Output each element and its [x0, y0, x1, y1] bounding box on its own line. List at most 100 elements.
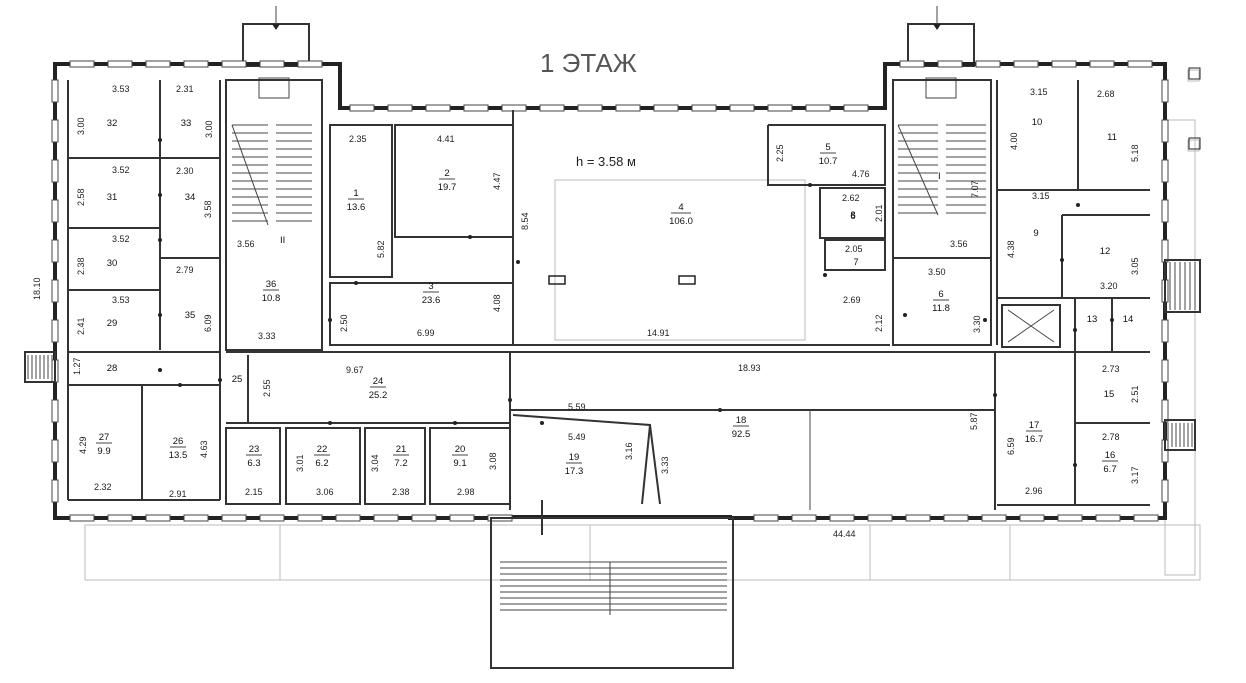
- room-label: 510.7: [819, 142, 838, 167]
- dimension: 2.15: [245, 487, 263, 497]
- window-mark: [387, 104, 413, 112]
- svg-text:5: 5: [825, 142, 830, 153]
- dimension: 2.38: [392, 487, 410, 497]
- room-label: 33: [181, 118, 192, 129]
- dimension: 7.07: [970, 180, 980, 198]
- window-mark: [905, 514, 931, 522]
- dimension: 3.00: [204, 120, 214, 138]
- stair-arrow: [231, 124, 269, 226]
- dimension: 3.58: [203, 200, 213, 218]
- room-label: 28: [107, 363, 118, 374]
- svg-text:35: 35: [185, 310, 196, 321]
- dimension: 3.15: [1030, 87, 1048, 97]
- dimension: 3.53: [112, 295, 130, 305]
- dimension: 4.63: [199, 440, 209, 458]
- dimension: 2.55: [262, 379, 272, 397]
- dimension: 3.53: [112, 84, 130, 94]
- dimension: 3.00: [76, 117, 86, 135]
- window-mark: [577, 104, 603, 112]
- room-label: 6: [850, 211, 855, 222]
- dimension: 2.05: [845, 244, 863, 254]
- door-mark: [1073, 463, 1077, 467]
- door-mark: [808, 183, 812, 187]
- dimension: 4.00: [1009, 132, 1019, 150]
- legend-mark: [1188, 137, 1201, 150]
- room-label: 32: [107, 118, 118, 129]
- dimension: 3.05: [1130, 257, 1140, 275]
- room-label: 279.9: [96, 432, 112, 457]
- window-mark: [1051, 60, 1077, 68]
- dimension: 3.50: [928, 267, 946, 277]
- dimension: 2.68: [1097, 89, 1115, 99]
- window-mark: [539, 104, 565, 112]
- dimension: 3.52: [112, 234, 130, 244]
- svg-text:23.6: 23.6: [422, 295, 441, 306]
- side-porches: [24, 259, 1201, 451]
- dimension: 4.38: [1006, 240, 1016, 258]
- stair-mark-right: I: [938, 171, 941, 182]
- window-mark: [1161, 79, 1169, 103]
- window-mark: [937, 60, 963, 68]
- window-mark: [615, 104, 641, 112]
- window-mark: [753, 514, 779, 522]
- dimension: 2.41: [76, 317, 86, 335]
- door-mark: [468, 235, 472, 239]
- window-mark: [1161, 359, 1169, 383]
- window-mark: [981, 514, 1007, 522]
- window-mark: [1089, 60, 1115, 68]
- room-label: 25: [232, 374, 243, 385]
- window-mark: [1161, 239, 1169, 263]
- dimension: 6.99: [417, 328, 435, 338]
- room-label: 226.2: [314, 444, 330, 469]
- svg-text:12: 12: [1100, 246, 1111, 257]
- door-mark: [993, 393, 997, 397]
- dimension: 5.82: [376, 240, 386, 258]
- dimension: 2.51: [1130, 385, 1140, 403]
- door-marks: [158, 138, 1114, 467]
- window-mark: [1161, 479, 1169, 503]
- window-mark: [1161, 399, 1169, 423]
- dimension: 3.33: [258, 331, 276, 341]
- window-mark: [767, 104, 793, 112]
- door-mark: [983, 318, 987, 322]
- svg-text:7.2: 7.2: [394, 458, 407, 469]
- door-mark: [453, 421, 457, 425]
- column-symbol: [678, 275, 696, 285]
- room-label: 13: [1087, 314, 1098, 325]
- room-label: 29: [107, 318, 118, 329]
- svg-text:24: 24: [373, 376, 384, 387]
- window-mark: [51, 239, 59, 263]
- window-mark: [69, 60, 95, 68]
- door-mark: [1110, 318, 1114, 322]
- dimension: 2.38: [76, 257, 86, 275]
- window-mark: [843, 104, 869, 112]
- column-symbol: [548, 275, 566, 285]
- window-mark: [51, 439, 59, 463]
- svg-text:34: 34: [185, 192, 196, 203]
- room-label: 30: [107, 258, 118, 269]
- dimension: 2.50: [339, 314, 349, 332]
- svg-text:27: 27: [99, 432, 110, 443]
- dimension: 3.17: [1130, 466, 1140, 484]
- svg-text:32: 32: [107, 118, 118, 129]
- corridor-length: 18.93: [738, 363, 761, 373]
- room-label: 236.3: [246, 444, 262, 469]
- window-mark: [943, 514, 969, 522]
- window-mark: [51, 79, 59, 103]
- dimension: 2.79: [176, 265, 194, 275]
- door-mark: [903, 313, 907, 317]
- dimension: 3.06: [316, 487, 334, 497]
- room-label: 15: [1104, 389, 1115, 400]
- svg-text:23: 23: [249, 444, 260, 455]
- dimension: 3.16: [624, 442, 634, 460]
- svg-text:22: 22: [317, 444, 328, 455]
- door-mark: [158, 138, 162, 142]
- dimension: 2.32: [94, 482, 112, 492]
- room-label: 113.6: [347, 188, 366, 213]
- room-label: 34: [185, 192, 196, 203]
- svg-text:19.7: 19.7: [438, 182, 457, 193]
- dimension: 3.56: [237, 239, 255, 249]
- svg-text:4: 4: [678, 202, 683, 213]
